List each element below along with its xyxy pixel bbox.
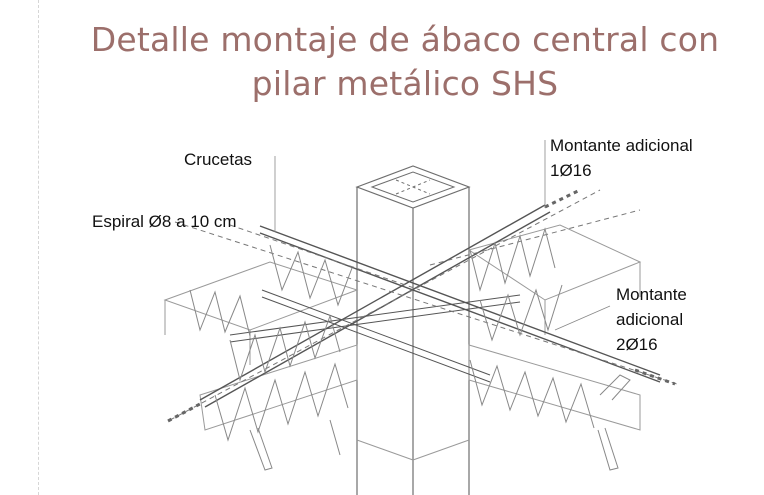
axis-lines (169, 189, 681, 421)
espiral-ne (469, 227, 563, 342)
label-montante-1-line1: Montante adicional (550, 136, 693, 155)
label-espiral: Espiral Ø8 a 10 cm (92, 212, 237, 231)
title-line-1: Detalle montaje de ábaco central con (90, 20, 720, 59)
abacus-outline (163, 224, 642, 431)
leader-lines (274, 140, 611, 331)
espiral-sw (214, 314, 349, 471)
axis-end-dashes (167, 188, 676, 423)
label-crucetas: Crucetas (184, 150, 252, 169)
lower-column (356, 439, 470, 461)
cruceta-sw-ne (199, 204, 551, 408)
label-montante-2-line2: adicional (616, 310, 683, 329)
page-title: Detalle montaje de ábaco central con pil… (60, 18, 750, 106)
shs-column (355, 165, 471, 495)
title-line-2: pilar metálico SHS (251, 64, 559, 103)
espiral-nw (189, 244, 353, 337)
label-montante-2-line3: 2Ø16 (616, 335, 658, 354)
label-montante-1-line2: 1Ø16 (550, 161, 592, 180)
espiral-se (469, 359, 631, 471)
label-montante-2-line1: Montante (616, 285, 687, 304)
page-margin-rule (38, 0, 39, 495)
